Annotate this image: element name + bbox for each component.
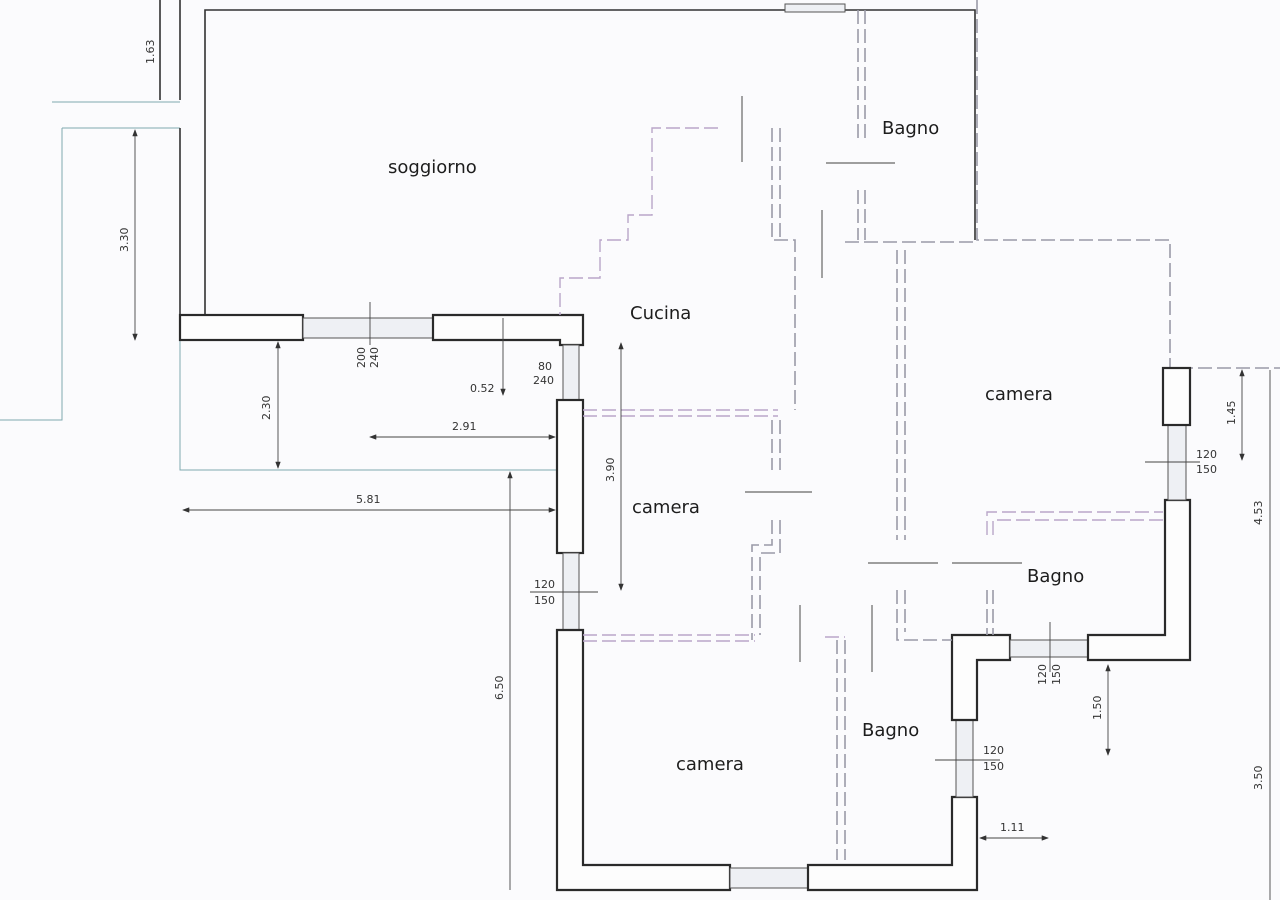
exterior-walls bbox=[178, 3, 1192, 892]
opening-cucina-door-width: 80 bbox=[538, 360, 552, 373]
dim-4-53: 4.53 bbox=[1252, 501, 1265, 526]
dimension-labels: 1.63 3.30 2.30 2.91 5.81 0.52 3.90 6.50 … bbox=[118, 40, 1265, 835]
dim-2-30: 2.30 bbox=[260, 396, 273, 421]
opening-bagno-right-width: 120 bbox=[1036, 664, 1049, 685]
bottom-window bbox=[729, 867, 809, 889]
opening-camera-right-width: 120 bbox=[1196, 448, 1217, 461]
room-camera-right: camera bbox=[985, 384, 1053, 405]
soggiorno-wall-left bbox=[178, 313, 305, 342]
room-labels: soggiorno Cucina Bagno camera camera Bag… bbox=[388, 118, 1084, 775]
dim-1-63: 1.63 bbox=[144, 40, 157, 65]
bagno-bottom-wall bbox=[806, 795, 979, 892]
bagno-corner-wall bbox=[950, 633, 1012, 722]
dim-6-50: 6.50 bbox=[493, 676, 506, 701]
room-camera-center: camera bbox=[632, 497, 700, 518]
dim-3-30: 3.30 bbox=[118, 228, 131, 253]
cucina-corner-wall bbox=[431, 313, 585, 347]
opening-camera-right-height: 150 bbox=[1196, 463, 1217, 476]
dim-1-50: 1.50 bbox=[1091, 696, 1104, 721]
dim-2-91: 2.91 bbox=[452, 420, 477, 433]
opening-bagno-bottom-height: 150 bbox=[983, 760, 1004, 773]
camera-window bbox=[562, 552, 580, 631]
opening-cucina-door-height: 240 bbox=[533, 374, 554, 387]
dim-5-81: 5.81 bbox=[356, 493, 381, 506]
camera-right-wall bbox=[1086, 498, 1192, 662]
room-bagno-bottom: Bagno bbox=[862, 720, 919, 741]
dimension-lines bbox=[132, 129, 1271, 900]
top-window bbox=[784, 3, 846, 13]
opening-camera-center-height: 150 bbox=[534, 594, 555, 607]
room-camera-bottom: camera bbox=[676, 754, 744, 775]
dim-3-90: 3.90 bbox=[604, 458, 617, 483]
opening-camera-center-width: 120 bbox=[534, 578, 555, 591]
camera-right-wall-top bbox=[1161, 366, 1192, 427]
interior-walls bbox=[559, 10, 1163, 860]
camera-right-window bbox=[1167, 424, 1187, 501]
dim-3-50: 3.50 bbox=[1252, 766, 1265, 791]
room-soggiorno: soggiorno bbox=[388, 157, 477, 178]
soggiorno-window bbox=[302, 317, 434, 339]
opening-bagno-bottom-width: 120 bbox=[983, 744, 1004, 757]
bagno-bottom-window bbox=[955, 719, 974, 798]
dim-0-52: 0.52 bbox=[470, 382, 495, 395]
camera-bottom-wall bbox=[555, 628, 732, 892]
dim-1-45: 1.45 bbox=[1225, 401, 1238, 426]
bagno-right-window bbox=[1009, 639, 1089, 658]
dim-1-11: 1.11 bbox=[1000, 821, 1025, 834]
room-bagno-right: Bagno bbox=[1027, 566, 1084, 587]
site-boundary-lines bbox=[0, 0, 1280, 471]
opening-bagno-right-height: 150 bbox=[1050, 664, 1063, 685]
room-bagno-top: Bagno bbox=[882, 118, 939, 139]
room-cucina: Cucina bbox=[630, 303, 691, 324]
cucina-door bbox=[562, 344, 580, 401]
camera-wall-west bbox=[555, 398, 585, 555]
opening-soggiorno-window-width: 200 bbox=[355, 347, 368, 368]
opening-soggiorno-window-height: 240 bbox=[368, 347, 381, 368]
